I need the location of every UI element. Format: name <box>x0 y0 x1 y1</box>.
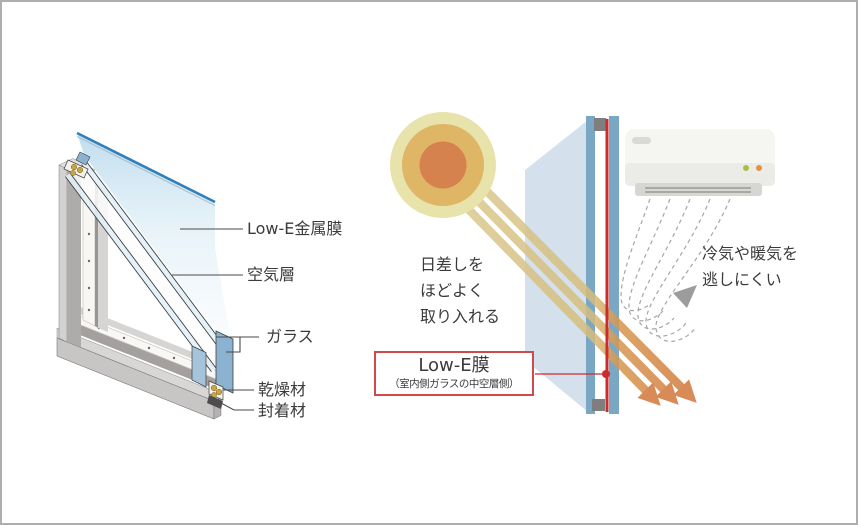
glass-sheet-thickness-line <box>76 136 216 206</box>
spacer-block-top <box>594 118 606 131</box>
spacer-block-bottom <box>592 399 605 411</box>
frame-bottom-inner-face <box>65 319 220 391</box>
callout-connector <box>535 370 610 378</box>
sun-icon <box>390 112 496 218</box>
pane-cut-lines <box>65 160 233 372</box>
label-sealant: 封着材 <box>258 401 307 420</box>
lowe-film-callout-subtitle: （室内側ガラスの中空層側） <box>389 378 519 391</box>
label-lowe-metal-film: Low-E金属膜 <box>247 219 343 238</box>
lowe-film-callout: Low-E膜 （室内側ガラスの中空層側） <box>374 351 534 396</box>
pane-end-face-top <box>75 151 91 166</box>
sun-beam-lower <box>430 171 661 406</box>
leader-lines <box>172 228 259 411</box>
desiccant-beads-top <box>70 163 84 176</box>
lowe-film-callout-title: Low-E膜 <box>418 355 490 377</box>
indoor-pane-bar <box>609 116 619 414</box>
glazing-unit-3d-illustration <box>56 131 234 420</box>
label-glass: ガラス <box>266 327 314 346</box>
lowe-coating-top-edge <box>76 131 216 204</box>
ac-vent <box>635 183 762 196</box>
desiccant-beads-bottom <box>210 384 223 398</box>
glass-sheet-face <box>77 133 233 354</box>
label-air-layer: 空気層 <box>247 265 296 284</box>
airflow-dashes <box>620 198 731 342</box>
sunlight-text: 日差しを ほどよく 取り入れる <box>420 255 501 326</box>
ac-indicator-green <box>743 165 749 171</box>
pane1-edge-face <box>215 330 234 394</box>
pane2-edge-face <box>191 345 207 388</box>
leader-sealant <box>220 402 254 411</box>
sunlight-beams <box>430 153 697 406</box>
lowe-film-line <box>605 119 609 412</box>
pane1-cross-section <box>81 161 232 360</box>
insulation-text: 冷気や暖気を 逃しにくい <box>702 244 799 289</box>
frame-left-front-face <box>67 169 81 347</box>
air-conditioner-icon <box>625 129 775 196</box>
sealant-blob <box>207 395 223 409</box>
sun-beam-upper <box>448 153 697 403</box>
air-gap-cross-section <box>70 164 228 368</box>
ac-logo-pill <box>632 137 651 144</box>
frame-left-inner-line <box>95 184 98 328</box>
leader-glass-bracket <box>216 336 259 353</box>
pane2-cross-section <box>65 173 217 372</box>
label-desiccant: 乾燥材 <box>258 380 307 399</box>
ac-indicator-orange <box>756 165 762 171</box>
outdoor-pane-bar <box>586 116 595 414</box>
airflow-arrow-icon <box>673 285 697 308</box>
frame-left-outer-face <box>58 164 68 343</box>
sun-beam-middle <box>439 162 679 405</box>
